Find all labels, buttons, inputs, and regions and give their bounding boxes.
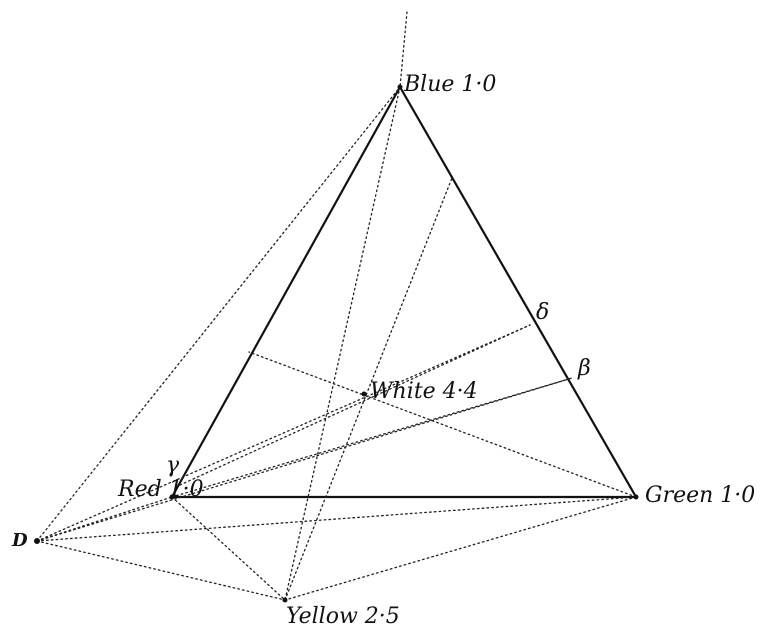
label-beta: β [577, 356, 591, 381]
line-green-yellow [284, 496, 637, 601]
label-delta: δ [536, 300, 549, 325]
line-axis-top [399, 11, 408, 88]
label-gamma: γ [166, 453, 180, 478]
line-yellow-blue-green-side [284, 177, 453, 601]
line-d-delta [36, 324, 531, 542]
line-d-green [36, 496, 637, 542]
line-gamma-delta [179, 324, 531, 486]
line-d-yellow [36, 540, 286, 601]
point-red [169, 494, 175, 500]
vertex-points [34, 84, 639, 603]
label-blue: Blue 1·0 [403, 72, 496, 97]
point-green [633, 494, 639, 500]
labels: Blue 1·0 Green 1·0 Red 1·0 Yellow 2·5 Wh… [11, 72, 755, 629]
primary-triangle [170, 85, 638, 499]
edge-blue-red [170, 85, 402, 499]
construction-lines [36, 11, 637, 601]
label-d: D [11, 530, 28, 551]
line-d-blue [36, 86, 401, 542]
line-blue-yellow [284, 86, 401, 601]
point-white [361, 391, 367, 397]
label-red: Red 1·0 [117, 477, 204, 502]
label-white: White 4·4 [370, 379, 478, 404]
line-red-beta [171, 377, 573, 498]
line-red-yellow [171, 496, 286, 601]
line-green-red-blue-side [248, 351, 637, 498]
edge-blue-green [398, 85, 638, 499]
point-yellow [282, 597, 288, 603]
line-d-beta [36, 377, 573, 542]
point-blue [397, 84, 403, 90]
label-yellow: Yellow 2·5 [286, 604, 400, 629]
point-d [34, 538, 40, 544]
label-green: Green 1·0 [645, 483, 755, 508]
